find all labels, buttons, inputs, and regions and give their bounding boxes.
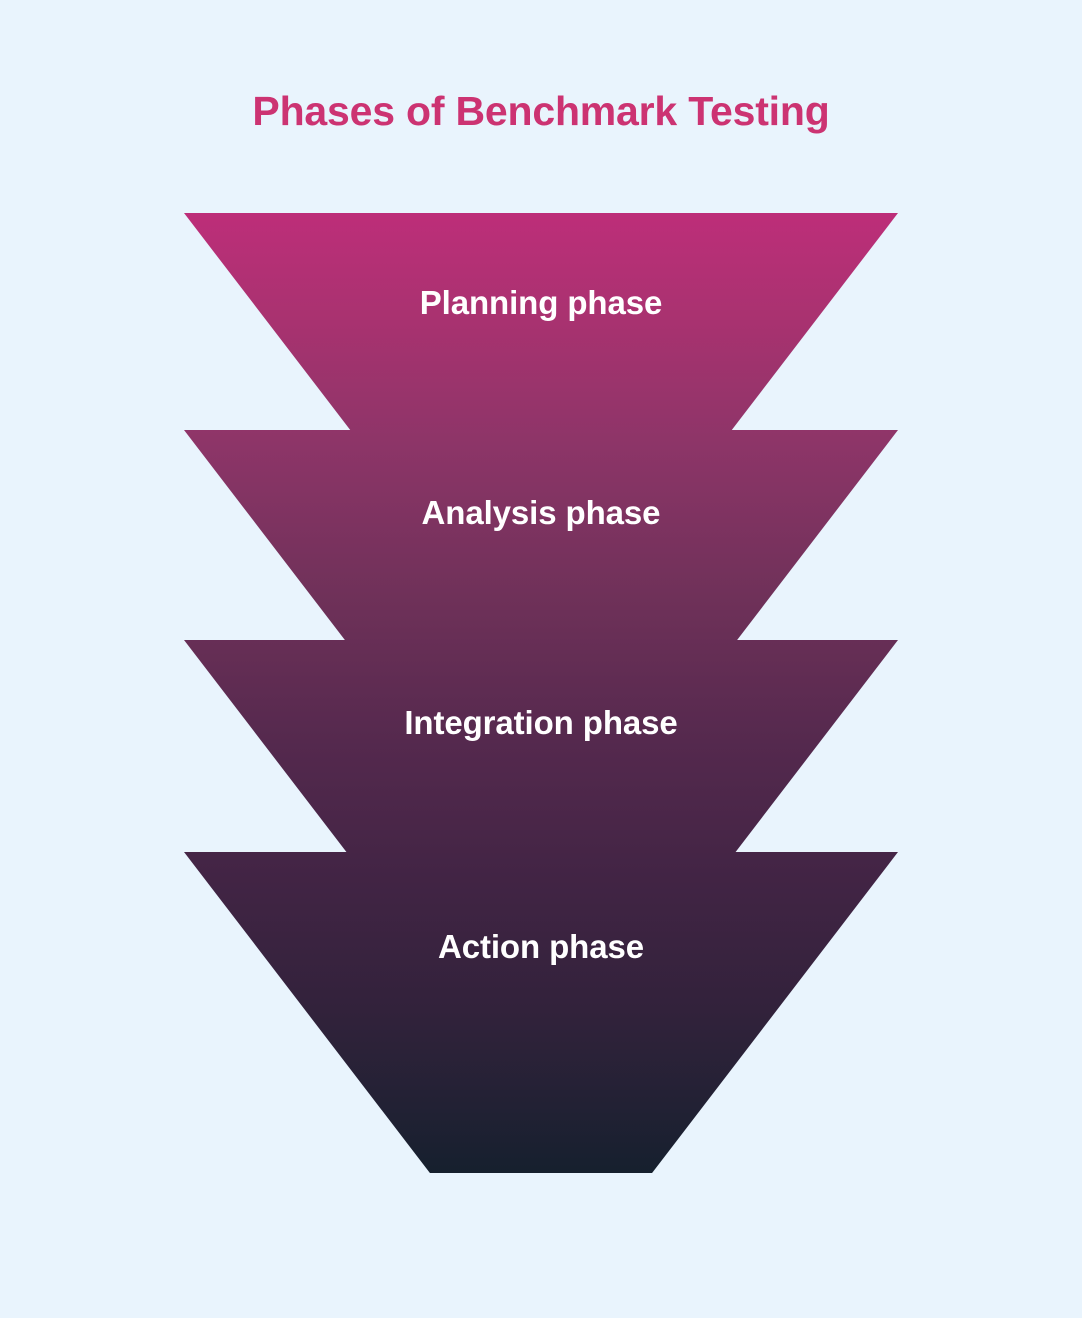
funnel-triangle-shape <box>184 852 898 1318</box>
page-title: Phases of Benchmark Testing <box>252 88 830 134</box>
funnel-diagram-page: Phases of Benchmark Testing Planning pha… <box>184 88 898 1173</box>
funnel-chart: Planning phase Analysis phase Integratio… <box>184 213 898 1173</box>
funnel-stage-action[interactable]: Action phase <box>184 852 898 1318</box>
